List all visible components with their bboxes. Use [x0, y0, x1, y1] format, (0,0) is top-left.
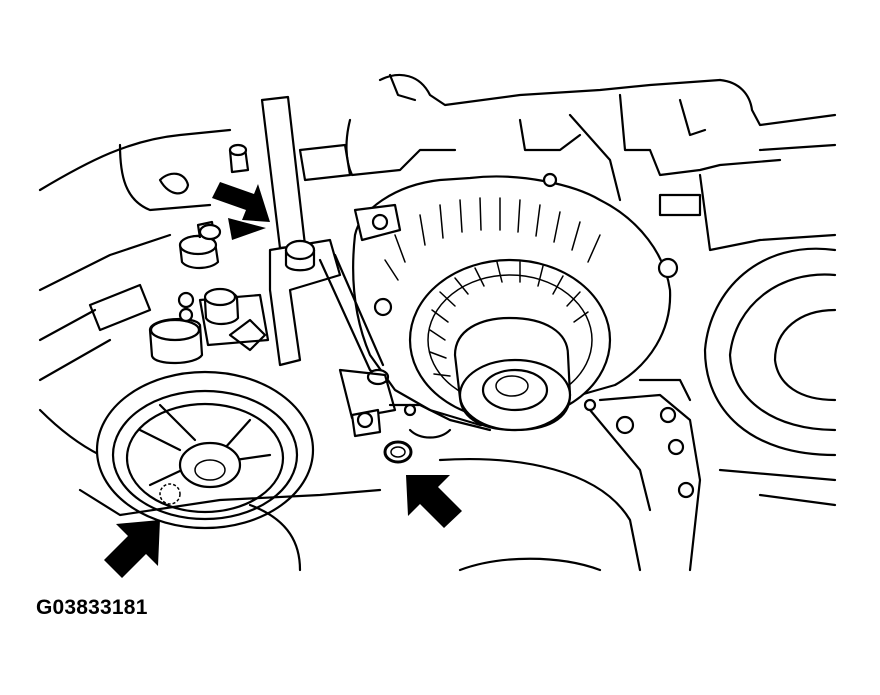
arrow-lower-center — [406, 475, 462, 528]
pulley-bolt — [159, 483, 181, 505]
callout-arrows — [104, 182, 462, 578]
right-pulley — [703, 247, 837, 457]
belt-tensioner-bolt — [198, 223, 222, 241]
fan-blades — [429, 261, 589, 377]
lower-housing — [78, 378, 837, 572]
arrow-upper-left — [212, 182, 270, 222]
alternator — [352, 172, 679, 432]
tensioner-bracket — [268, 143, 492, 438]
arrow-upper-left-head — [228, 218, 266, 240]
figure-id-label: G03833181 — [36, 596, 148, 619]
alignment-tool — [260, 95, 316, 272]
left-pulley — [95, 370, 315, 530]
arrow-lower-left — [104, 520, 160, 578]
mounting-bolt — [383, 440, 413, 464]
left-components — [38, 143, 270, 382]
